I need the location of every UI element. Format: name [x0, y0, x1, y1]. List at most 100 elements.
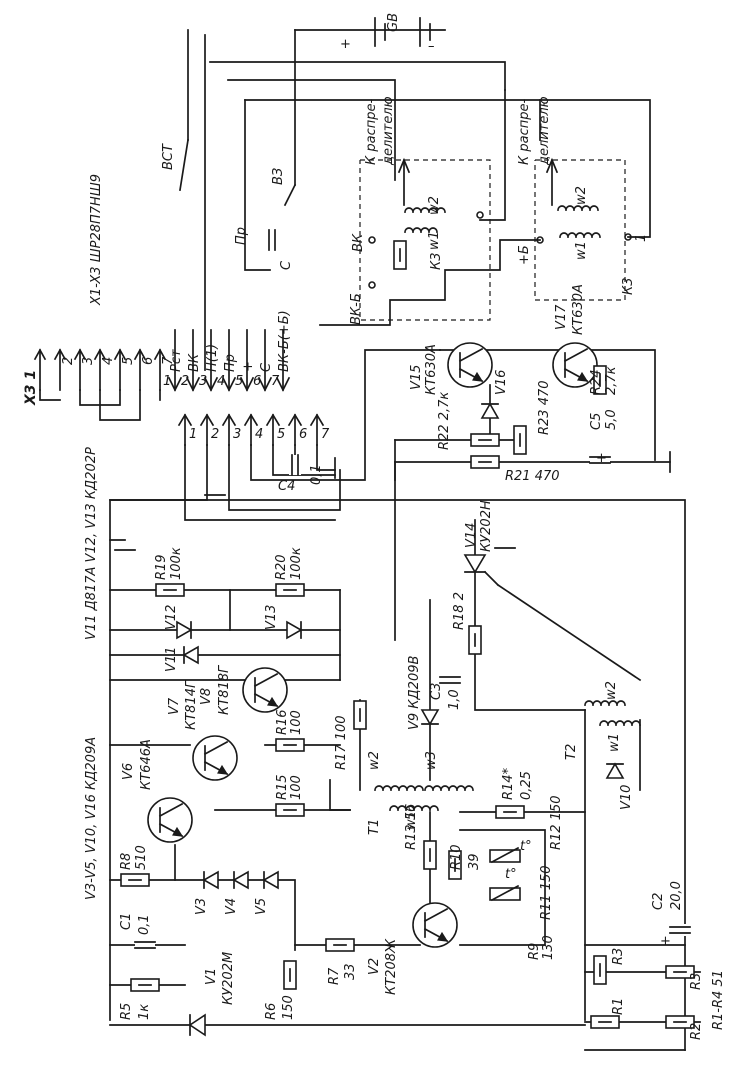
t2-label-w1: w1 [607, 733, 622, 752]
v17-transistor [552, 342, 598, 388]
r5-label: R5 [119, 1003, 134, 1020]
t2-winding-w1 [599, 720, 641, 726]
x3-label: X3 1 [23, 370, 39, 406]
r20-value: 100к [289, 547, 304, 580]
r12-thermistor-mark [490, 884, 520, 902]
r10-value: 39 [467, 853, 482, 870]
x3-pin-number: 6 [141, 357, 156, 365]
v8-label: V8 [199, 688, 214, 705]
r11-label: R11 150 [539, 865, 554, 920]
emitter-arrow [437, 931, 449, 942]
r20-label: R20 [274, 554, 289, 580]
winding-w3 [424, 785, 474, 791]
r18-label: R18 2 [452, 592, 467, 630]
dashed-outline [534, 159, 626, 301]
terminal [368, 281, 376, 289]
plug-arrow [275, 376, 291, 392]
v3-label: V3 [194, 898, 209, 915]
c2-plus: + [660, 934, 671, 949]
socket-pin-number: 6 [299, 427, 307, 442]
to-distributor-label-2b: делителю [537, 96, 552, 166]
v10-diode [605, 762, 625, 779]
winding-w2-label: w2 [367, 751, 382, 770]
v9-label: V9 КД209В [407, 656, 422, 730]
connector-arrowhead [93, 348, 107, 361]
v6-label: V6 [121, 763, 136, 780]
r24-label: R24 [589, 369, 604, 395]
x3-pin-number: 4 [101, 357, 116, 365]
v1-thyristor [188, 1013, 206, 1037]
r14-label: R14* [501, 767, 516, 800]
k3r-arrowhead [545, 157, 559, 174]
wire [439, 349, 656, 461]
terminal [368, 236, 376, 244]
wire [184, 444, 336, 521]
r6-label: R6 [264, 1003, 279, 1020]
terminal [476, 211, 484, 219]
to-distributor-label-1b: делителю [381, 96, 396, 166]
v14-gate [483, 570, 500, 587]
wires [39, 29, 701, 1051]
wire [244, 99, 271, 271]
r22-label: R22 2,7к [437, 392, 452, 450]
thermistor-label-1: t° [520, 839, 532, 854]
wire [250, 349, 441, 481]
transistor-collector [563, 347, 589, 363]
socket-pin-number: 1 [189, 427, 197, 442]
v16-label: V16 [494, 370, 509, 395]
k3-label-w1: w1 [427, 231, 442, 250]
v7-transistor [192, 735, 238, 781]
r16-value: 100 [289, 710, 304, 735]
t2-label-w2: w2 [604, 681, 619, 700]
r7-value: 33 [343, 963, 358, 980]
v15-transistor [447, 342, 493, 388]
r16-label: R16 [275, 709, 290, 735]
wire [283, 183, 297, 207]
c4-label: C4 [278, 479, 295, 494]
emitter-arrow [472, 371, 484, 382]
v6-value: КТ646А [139, 739, 154, 790]
c1-value: 0,1 [137, 914, 152, 935]
v13-label: V13 [264, 605, 279, 630]
wire [227, 79, 396, 181]
socket-pin-number: 4 [255, 427, 263, 442]
k3r-label-w1: w1 [574, 241, 589, 260]
emitter-arrow [267, 696, 279, 707]
emitter-arrow [577, 371, 589, 382]
plug-signal-label: Рст [169, 349, 184, 372]
k3-label-w2: w2 [427, 196, 442, 215]
plug-signal-label: Пр [223, 354, 238, 372]
r12-label: R12 150 [549, 795, 564, 850]
c2-capacitor [670, 924, 690, 936]
wire [109, 499, 686, 1051]
winding-w3-label: w3 [424, 751, 439, 770]
v1-value: КУ202М [221, 952, 236, 1005]
pr-label: Пр [234, 227, 249, 245]
v17-label: V17 [554, 304, 569, 330]
v12-label: V12 [164, 605, 179, 630]
v13-diode [286, 620, 303, 640]
wire [39, 389, 61, 401]
r13-label: R13 56 [404, 804, 419, 850]
c1-label: C1 [119, 913, 134, 930]
r3-label-right: R3 [689, 973, 704, 990]
plug-pin-number: 6 [253, 374, 261, 389]
plug-signal-label: ВК [187, 353, 202, 372]
v1-label: V1 [204, 968, 219, 985]
battery-minus: – [428, 39, 435, 54]
v14-value: КУ202Н [479, 500, 494, 552]
x3-pin-number: 3 [81, 357, 96, 365]
r3-label-top: R3 [611, 948, 626, 965]
k3-winding-w2 [404, 207, 446, 213]
r10-label: R10 [449, 844, 464, 870]
plug-signal-label: С [259, 362, 274, 372]
v10-label: V10 [619, 785, 634, 810]
wire [474, 654, 586, 711]
v8-transistor [242, 667, 288, 713]
wire [209, 61, 506, 91]
battery-plus: + [340, 37, 351, 52]
diode-group-label: V11 Д817А V12, V13 КД202Р [84, 447, 99, 640]
socket-arrow [199, 413, 215, 427]
r15-value: 100 [289, 775, 304, 800]
